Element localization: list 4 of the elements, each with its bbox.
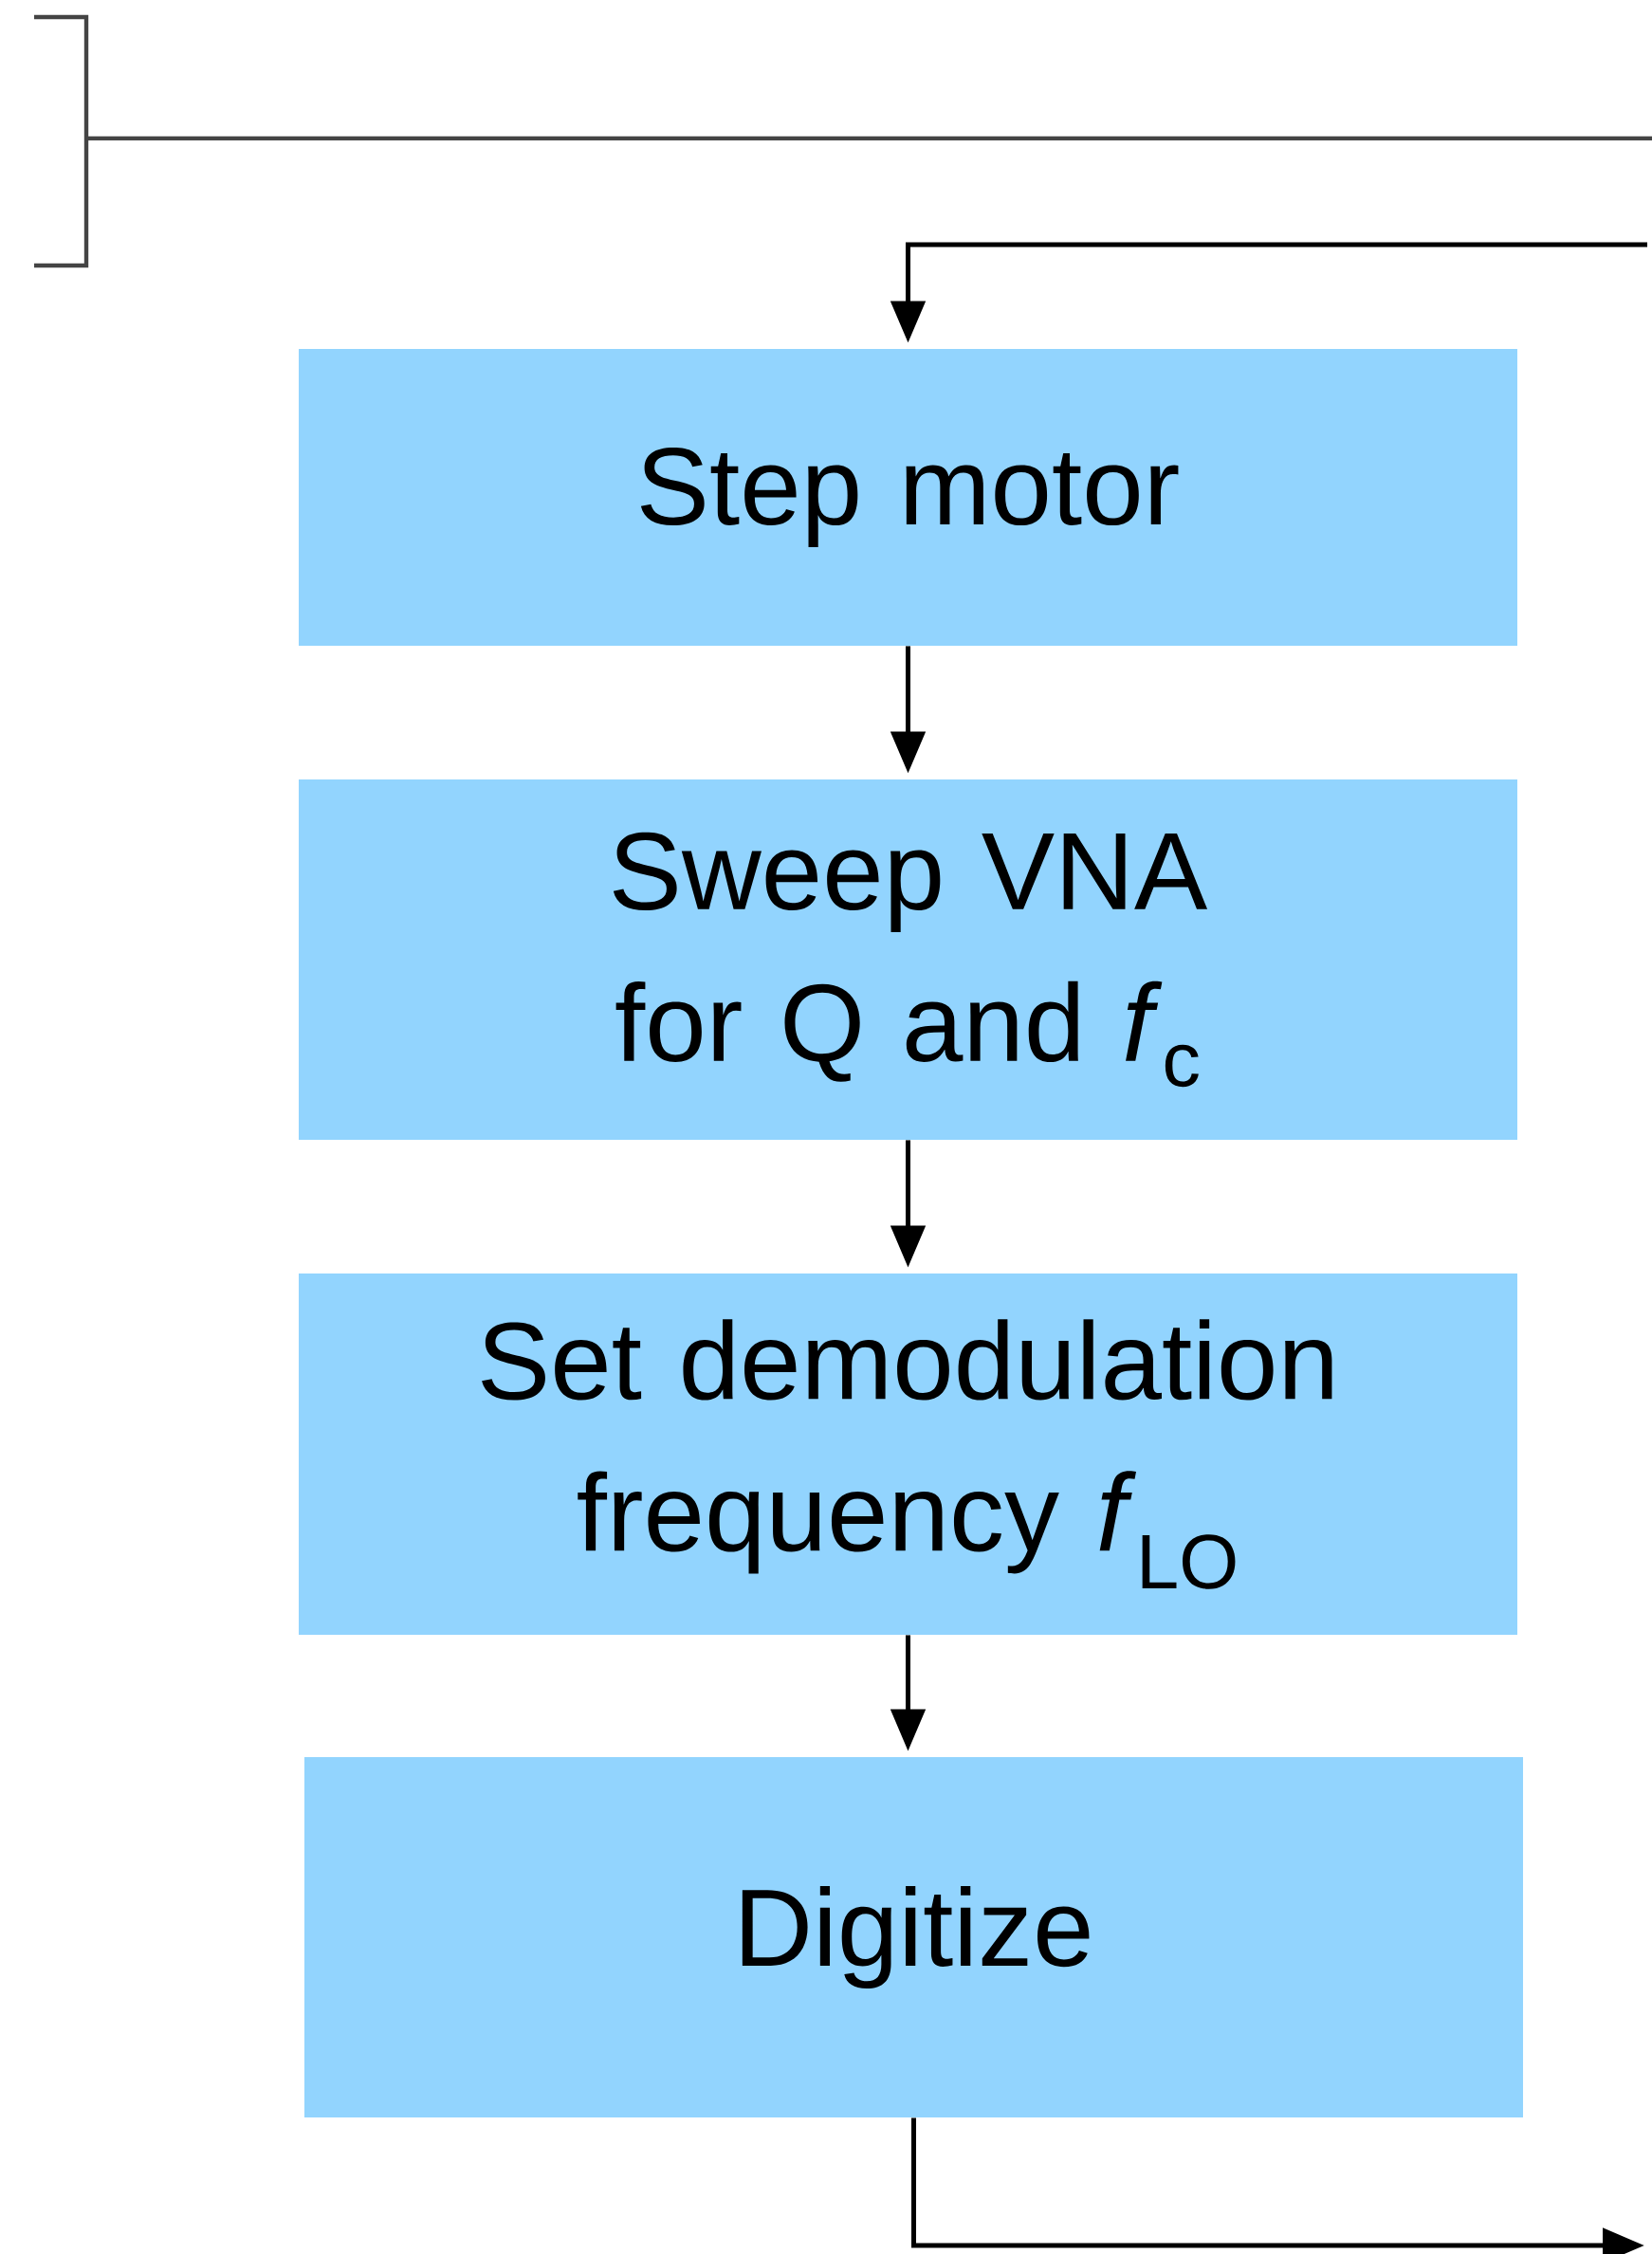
process-box: Digitize	[304, 1757, 1523, 2117]
process-box: Sweep VNA for Q and f$_{c}$	[299, 779, 1517, 1140]
process-box: Set demodulation frequency f$_{LO}$	[299, 1274, 1517, 1635]
process-box: Step motor	[299, 349, 1517, 646]
